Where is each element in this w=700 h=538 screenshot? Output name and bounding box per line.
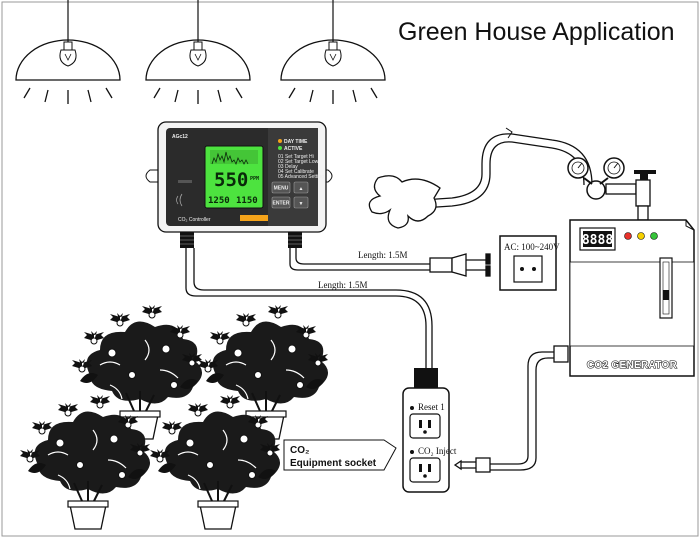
down-button[interactable] bbox=[293, 196, 309, 209]
controller-lcd bbox=[204, 145, 264, 209]
lamp-2 bbox=[145, 0, 251, 105]
lamp-3 bbox=[280, 0, 386, 105]
power-cable-length: Length: 1.5M bbox=[358, 250, 408, 260]
grow-lamps bbox=[15, 0, 386, 105]
menu-item-1: 01 Set Target Hi bbox=[278, 154, 314, 160]
generator-led-green bbox=[650, 232, 658, 240]
enter-button-label: ENTER bbox=[273, 201, 290, 207]
bottom-outlet-label: CO₂ Inject bbox=[418, 446, 457, 456]
socket-callout: CO₂ Equipment socket bbox=[283, 439, 397, 471]
status-active: ACTIVE bbox=[284, 146, 303, 152]
menu-button-label: MENU bbox=[274, 186, 289, 192]
controller-brand-label: CO₂ Controller bbox=[178, 217, 211, 223]
generator-cable bbox=[453, 345, 569, 473]
socket-label-line2: Equipment socket bbox=[290, 458, 377, 469]
controller-sub-reading-left: 1250 bbox=[208, 196, 230, 206]
controller-model: AGc12 bbox=[172, 134, 188, 140]
enter-button[interactable] bbox=[271, 196, 291, 209]
generator-display: 8888 bbox=[582, 233, 613, 248]
pressure-regulator bbox=[567, 157, 656, 221]
socket-cable bbox=[185, 248, 433, 370]
equipment-socket: Reset 1 CO₂ Inject bbox=[402, 368, 457, 493]
generator-label: CO2 GENERATOR bbox=[587, 360, 678, 371]
generator-led-yellow bbox=[637, 232, 645, 240]
co2-tube bbox=[421, 127, 593, 209]
outlet-voltage-label: AC: 100~240V bbox=[504, 242, 560, 252]
menu-item-4: 04 Set Calibrate bbox=[278, 169, 314, 175]
socket-label-line1: CO₂ bbox=[290, 445, 309, 456]
co2-gas-cloud bbox=[368, 175, 441, 229]
down-arrow-icon: ▼ bbox=[299, 201, 304, 207]
co2-generator: 8888 CO2 GENERATOR bbox=[569, 219, 695, 377]
up-arrow-icon: ▲ bbox=[299, 186, 304, 192]
co2-controller: AGc12 550 PPM 1250 1150 DAY TIME ACTIVE … bbox=[145, 121, 333, 248]
menu-button[interactable] bbox=[271, 181, 291, 194]
controller-sub-reading-right: 1150 bbox=[236, 196, 258, 206]
up-button[interactable] bbox=[293, 181, 309, 194]
generator-led-red bbox=[624, 232, 632, 240]
menu-item-5: 05 Advanced Setting bbox=[278, 174, 324, 180]
wireless-icon bbox=[176, 193, 183, 207]
lamp-1 bbox=[15, 0, 121, 105]
plants bbox=[20, 305, 328, 529]
status-day-time: DAY TIME bbox=[284, 139, 308, 145]
wall-outlet: AC: 100~240V bbox=[499, 235, 560, 291]
menu-item-3: 03 Delay bbox=[278, 164, 298, 170]
controller-main-unit: PPM bbox=[250, 176, 259, 182]
top-outlet-label: Reset 1 bbox=[418, 402, 445, 412]
menu-item-2: 02 Set Target Low bbox=[278, 159, 319, 165]
power-cable bbox=[289, 248, 491, 277]
controller-main-reading: 550 bbox=[214, 169, 248, 191]
socket-cable-length: Length: 1.5M bbox=[318, 280, 368, 290]
page-title: Green House Application bbox=[398, 18, 675, 46]
